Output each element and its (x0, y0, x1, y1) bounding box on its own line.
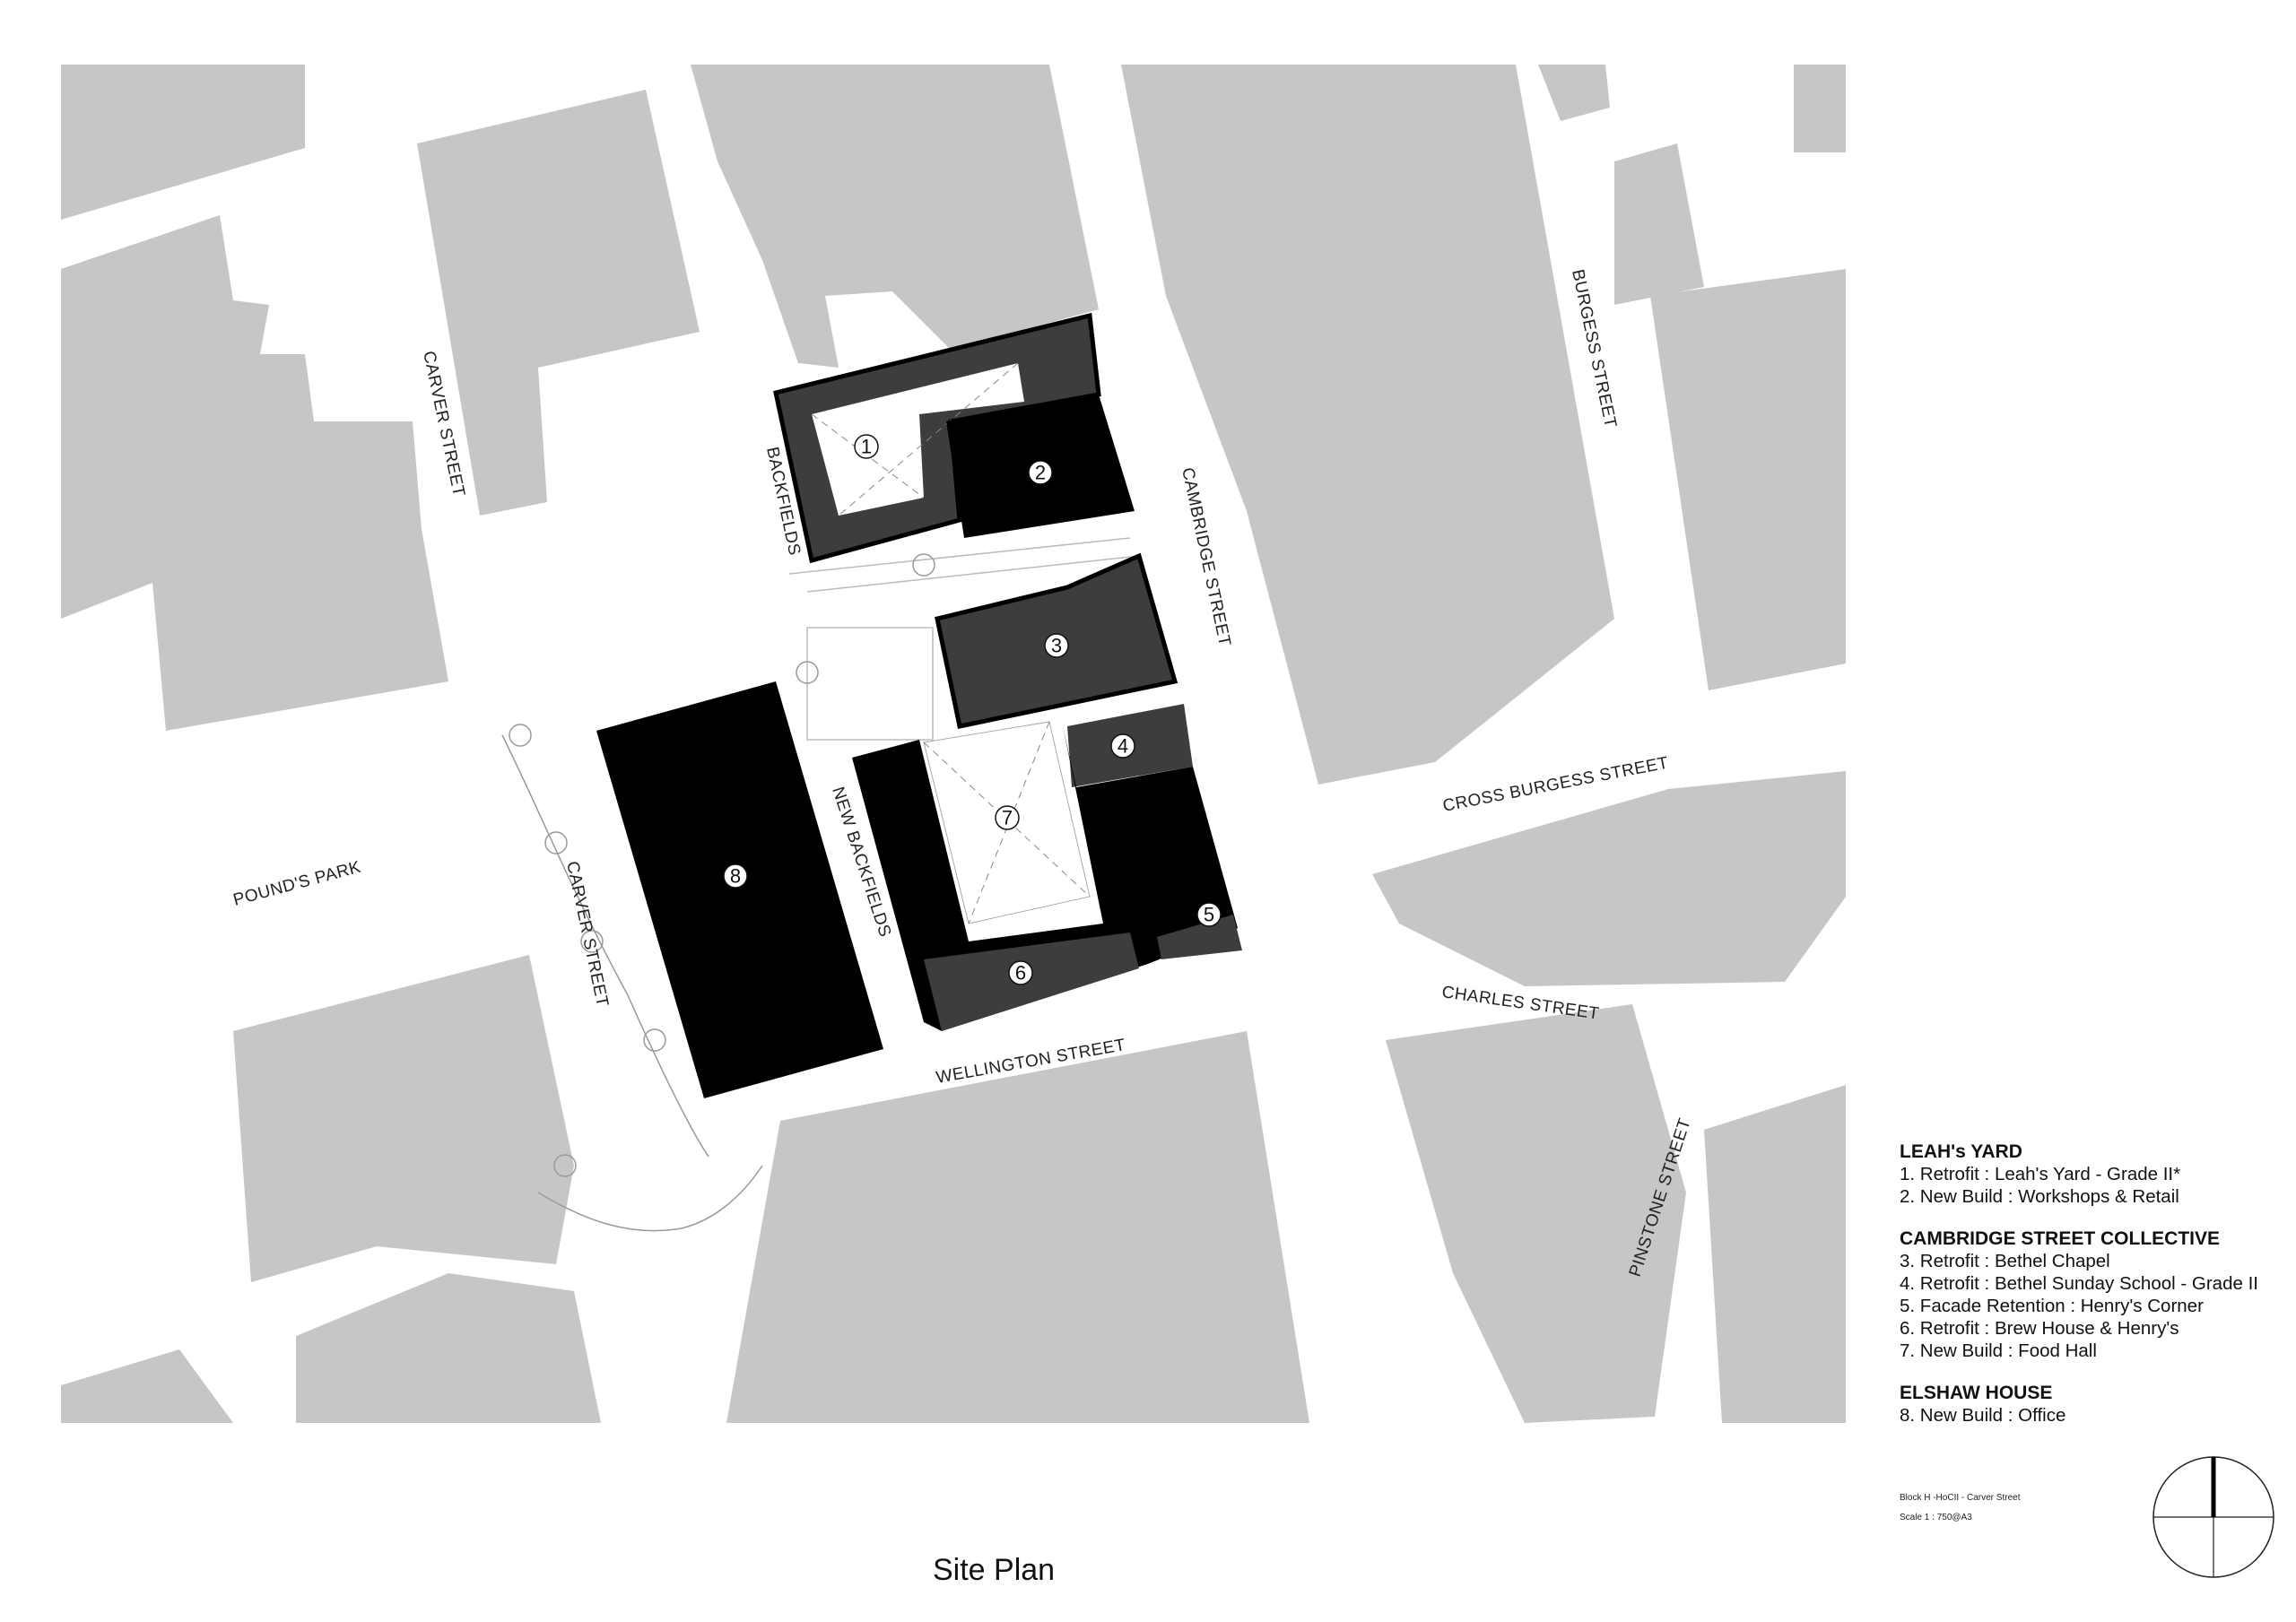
marker-5-label: 5 (1204, 904, 1214, 926)
context-building (1121, 65, 1614, 785)
context-building (1372, 771, 1846, 986)
legend-item: 2. New Build : Workshops & Retail (1900, 1186, 2179, 1207)
marker-1-label: 1 (861, 436, 872, 458)
legend-group-title: ELSHAW HOUSE (1900, 1383, 2053, 1403)
marker-6-label: 6 (1015, 962, 1026, 984)
context-building (108, 350, 166, 403)
marker-6[interactable]: 6 (1008, 960, 1033, 985)
marker-4-label: 4 (1118, 735, 1128, 758)
context-building (1386, 1004, 1686, 1423)
north-arrow-icon (2152, 1456, 2274, 1578)
context-building (1650, 269, 1846, 690)
context-building (1704, 1085, 1846, 1423)
context-building (1614, 143, 1704, 305)
marker-3-label: 3 (1051, 635, 1062, 657)
legend-group-cambridge-street-collective: CAMBRIDGE STREET COLLECTIVE 3. Retrofit … (1900, 1227, 2285, 1362)
context-building (1538, 65, 1610, 121)
legend-item: 1. Retrofit : Leah's Yard - Grade II* (1900, 1164, 2181, 1184)
street-details (501, 553, 935, 1232)
legend-item: 6. Retrofit : Brew House & Henry's (1900, 1318, 2179, 1339)
context-building (507, 395, 543, 453)
marker-5[interactable]: 5 (1196, 902, 1222, 927)
block-8-elshaw-house[interactable] (596, 681, 883, 1098)
legend-item: 8. New Build : Office (1900, 1405, 2066, 1426)
context-building (61, 215, 448, 731)
legend: LEAH's YARD 1. Retrofit : Leah's Yard - … (1900, 1141, 2285, 1427)
legend-item: 5. Facade Retention : Henry's Corner (1900, 1296, 2204, 1316)
legend-item: 4. Retrofit : Bethel Sunday School - Gra… (1900, 1273, 2258, 1294)
legend-group-title: LEAH's YARD (1900, 1141, 2022, 1162)
marker-4[interactable]: 4 (1110, 733, 1135, 759)
context-buildings (61, 65, 1846, 1423)
marker-8[interactable]: 8 (723, 863, 748, 889)
page-title: Site Plan (933, 1553, 1056, 1587)
context-building (417, 90, 700, 516)
context-building (61, 1349, 233, 1423)
marker-3[interactable]: 3 (1044, 633, 1069, 658)
block-info-line1: Block H -HoCII - Carver Street (1900, 1493, 2021, 1503)
context-building (233, 955, 574, 1282)
legend-item: 3. Retrofit : Bethel Chapel (1900, 1251, 2110, 1271)
legend-item: 7. New Build : Food Hall (1900, 1340, 2097, 1361)
context-building (691, 65, 1099, 368)
context-building (726, 1031, 1309, 1423)
legend-group-leahs-yard: LEAH's YARD 1. Retrofit : Leah's Yard - … (1900, 1141, 2285, 1208)
context-building (61, 65, 305, 220)
marker-2[interactable]: 2 (1028, 460, 1053, 485)
context-building (296, 1273, 601, 1423)
marker-2-label: 2 (1035, 462, 1046, 484)
block-info: Block H -HoCII - Carver Street Scale 1 :… (1900, 1488, 2020, 1528)
context-building (1794, 65, 1846, 152)
marker-8-label: 8 (730, 865, 741, 888)
marker-7[interactable]: 7 (995, 805, 1020, 830)
legend-group-elshaw-house: ELSHAW HOUSE 8. New Build : Office (1900, 1382, 2285, 1427)
marker-1[interactable]: 1 (854, 434, 879, 459)
block-info-scale: Scale 1 : 750@A3 (1900, 1513, 1972, 1522)
legend-group-title: CAMBRIDGE STREET COLLECTIVE (1900, 1228, 2221, 1249)
marker-7-label: 7 (1002, 807, 1013, 829)
